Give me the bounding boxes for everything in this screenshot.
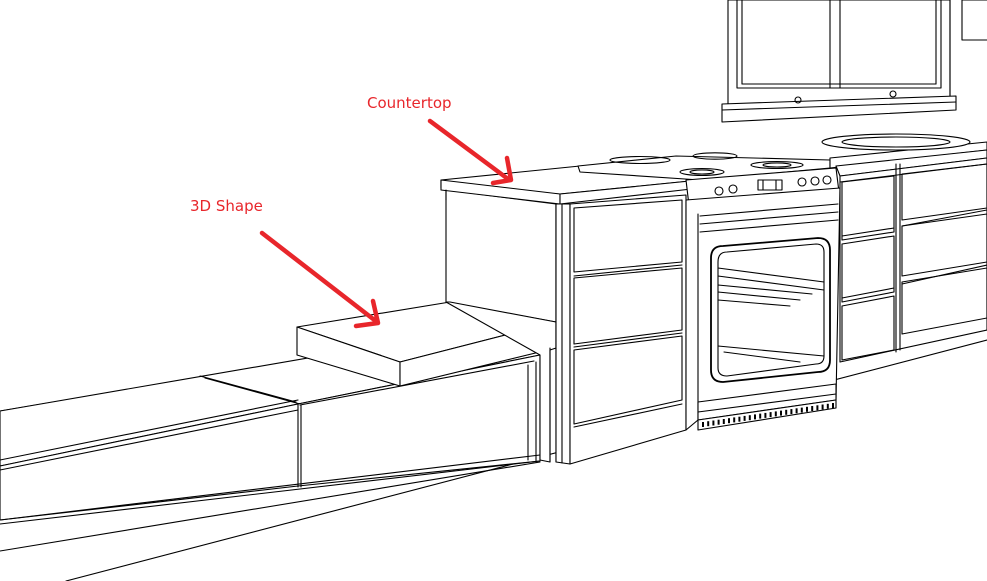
vent-slot xyxy=(816,405,819,411)
vent-slot xyxy=(707,421,710,427)
vent-slot xyxy=(764,412,767,418)
arrow-shape xyxy=(259,230,381,329)
vent-slot xyxy=(832,403,834,408)
vent-slot xyxy=(717,419,720,425)
arrow-countertop xyxy=(427,118,514,186)
right-cabinets xyxy=(821,133,987,363)
vent-slot xyxy=(790,409,793,415)
vent-slot xyxy=(795,408,798,414)
vent-slot xyxy=(811,406,814,411)
vent-slot xyxy=(806,406,808,412)
vent-slot xyxy=(785,409,788,415)
shape-label: 3D Shape xyxy=(190,197,263,215)
vent-slot xyxy=(748,415,751,421)
vent-slot xyxy=(722,419,725,424)
vent-slot xyxy=(826,403,829,409)
stove-vent-slots xyxy=(702,403,834,427)
tall-cabinet xyxy=(445,189,687,465)
window xyxy=(721,0,987,123)
countertop-label: Countertop xyxy=(367,94,452,112)
vent-slot xyxy=(743,415,746,421)
vent-slot xyxy=(733,417,736,423)
vent-slot xyxy=(800,407,803,413)
vent-slot xyxy=(712,420,715,426)
vent-slot xyxy=(780,410,782,416)
stove xyxy=(577,152,841,431)
vent-slot xyxy=(702,422,704,427)
vent-slot xyxy=(769,412,772,418)
vent-slot xyxy=(754,414,756,420)
vent-slot xyxy=(738,416,741,422)
vent-slot xyxy=(759,413,762,419)
vent-slot xyxy=(821,404,824,410)
vent-slot xyxy=(728,418,730,424)
vent-slot xyxy=(774,411,777,417)
